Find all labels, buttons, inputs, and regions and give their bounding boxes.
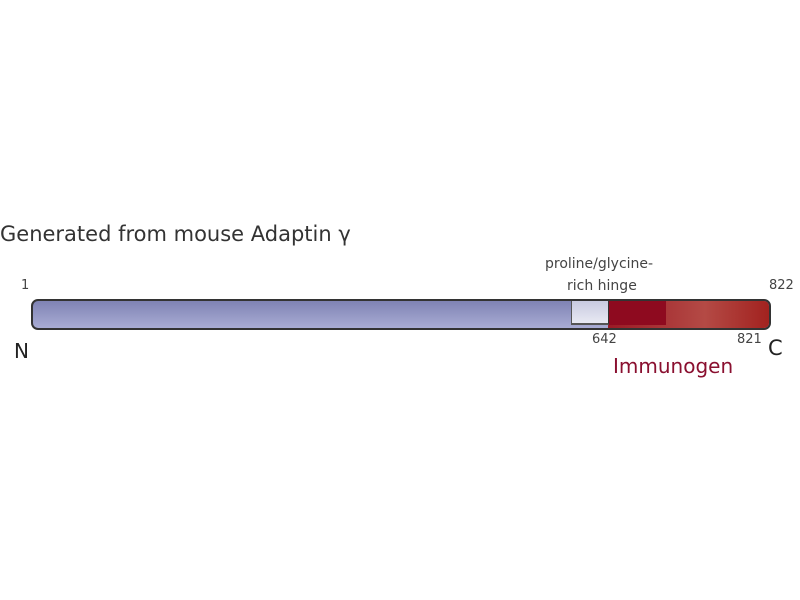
immunogen-label: Immunogen [613,354,734,378]
diagram-title: Generated from mouse Adaptin γ [0,222,351,246]
c-terminus-label: C [768,336,783,360]
hinge-label-line2: rich hinge [567,278,637,294]
hinge-label-line1: proline/glycine- [545,256,654,272]
start-position: 1 [21,278,30,293]
immunogen-region-dark [608,301,666,325]
hinge-region [571,301,609,325]
immunogen-start: 642 [592,332,617,347]
immunogen-end: 821 [737,332,762,347]
n-terminus-label: N [14,339,29,363]
protein-bar [31,299,771,330]
end-position: 822 [769,278,794,293]
